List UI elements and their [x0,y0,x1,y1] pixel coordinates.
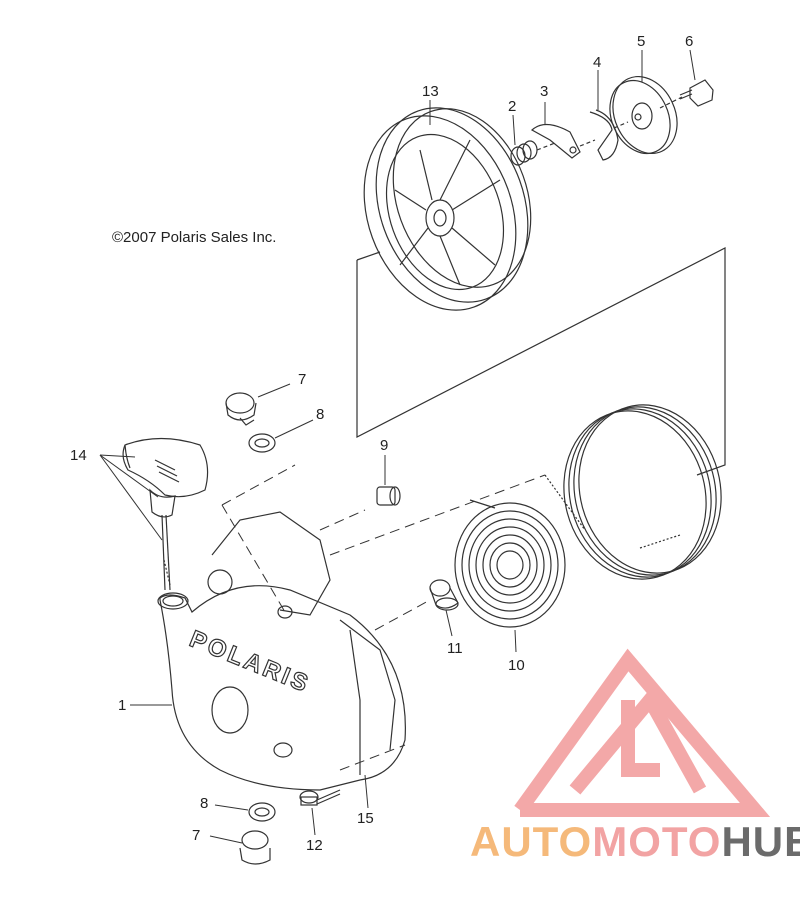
callout-10: 10 [508,657,525,674]
watermark-auto: AUTO [470,818,593,865]
callout-8-bottom: 8 [200,795,208,812]
copyright-text: ©2007 Polaris Sales Inc. [112,229,277,246]
plug-part-bottom [239,830,271,865]
callout-7-top: 7 [298,371,306,388]
plug-part-top [225,392,257,426]
watermark-hub: HUB [721,818,800,865]
pawl-part [530,123,596,159]
callout-13: 13 [422,83,439,100]
callout-3: 3 [540,83,548,100]
callout-4: 4 [593,54,601,71]
callout-1: 1 [118,697,126,714]
callout-6: 6 [685,33,693,50]
plate-part [609,75,683,155]
callout-7-bottom: 7 [192,827,200,844]
callout-12: 12 [306,837,323,854]
assembly-outline [356,247,726,476]
bushing-part [376,486,401,506]
housing-part: POLARIS [157,511,406,791]
watermark-text: AUTOMOTOHUB [470,818,800,866]
recoil-spring-part [454,499,566,628]
bolt-part [679,79,714,107]
spring-part [510,140,556,166]
housing-brand-text: POLARIS [186,626,315,699]
collar-part [429,579,459,611]
callout-8-top: 8 [316,406,324,423]
washer-part-top [248,433,276,453]
callout-2: 2 [508,98,516,115]
callout-9: 9 [380,437,388,454]
watermark-moto: MOTO [592,818,722,865]
rope-coil-part [544,404,722,580]
screw-part [299,789,341,806]
callout-5: 5 [637,33,645,50]
washer-part-bottom [248,802,276,822]
watermark-logo-icon [514,648,771,817]
handle-part [122,437,209,591]
callout-15: 15 [357,810,374,827]
callout-14: 14 [70,447,87,464]
callout-11: 11 [447,640,463,657]
pulley-part [363,107,532,311]
